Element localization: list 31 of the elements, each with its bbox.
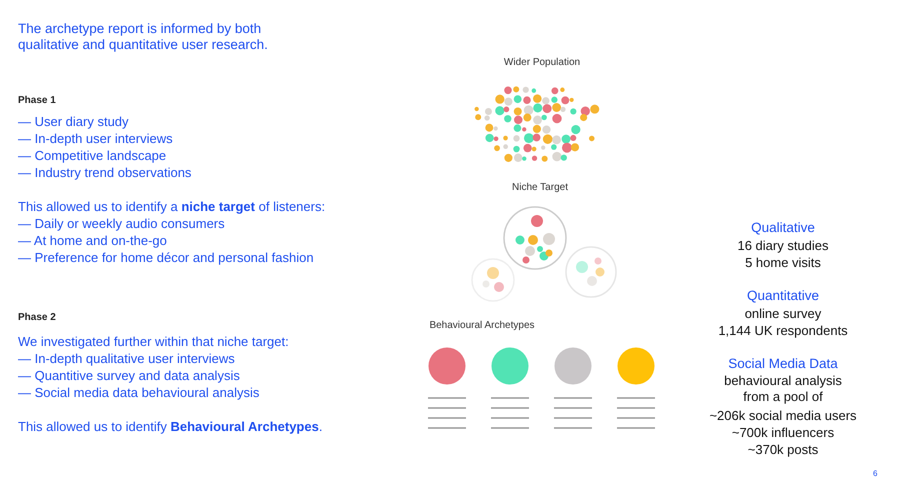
illustration-caption: Behavioural Archetypes xyxy=(428,320,536,332)
stat-text: ~206k social media users xyxy=(708,408,858,424)
stat-text: behavioural analysis from a pool of xyxy=(723,373,843,404)
section-heading: Qualitative xyxy=(750,220,816,236)
intro-text: The archetype report is informed by both qualitative and quantitative user research. xyxy=(18,21,269,54)
list-text: — In-depth user interviews xyxy=(18,131,173,147)
section-heading: Quantitative xyxy=(746,288,820,304)
list-text: — At home and on-the-go xyxy=(18,233,167,249)
stat-text: 1,144 UK respondents xyxy=(717,323,849,339)
stat-text: ~370k posts xyxy=(746,442,820,458)
list-text: We investigated further within that niche target: xyxy=(18,334,289,350)
page-number: 6 xyxy=(873,469,878,479)
section-heading: Social Media Data xyxy=(727,356,839,372)
stat-text: 5 home visits xyxy=(744,255,822,271)
list-text: This allowed us to identify Behavioural Archetypes. xyxy=(18,419,322,435)
list-text: — Quantitive survey and data analysis xyxy=(18,368,240,384)
stat-text: 16 diary studies xyxy=(736,238,830,254)
list-text: — Competitive landscape xyxy=(18,148,166,164)
list-text: — Social media data behavioural analysis xyxy=(18,385,260,401)
phase-heading: Phase 2 xyxy=(18,312,56,324)
illustration-caption: Wider Population xyxy=(502,57,582,69)
list-text: — In-depth qualitative user interviews xyxy=(18,351,235,367)
illustration-caption: Niche Target xyxy=(511,182,569,194)
list-text: — User diary study xyxy=(18,114,129,130)
list-text: This allowed us to identify a niche target of listeners: xyxy=(18,199,326,215)
list-text: — Industry trend observations xyxy=(18,165,192,181)
list-text: — Daily or weekly audio consumers xyxy=(18,216,225,232)
stat-text: online survey xyxy=(744,306,822,322)
list-text: — Preference for home décor and personal fashion xyxy=(18,250,314,266)
phase-heading: Phase 1 xyxy=(18,95,56,107)
stat-text: ~700k influencers xyxy=(730,425,836,441)
